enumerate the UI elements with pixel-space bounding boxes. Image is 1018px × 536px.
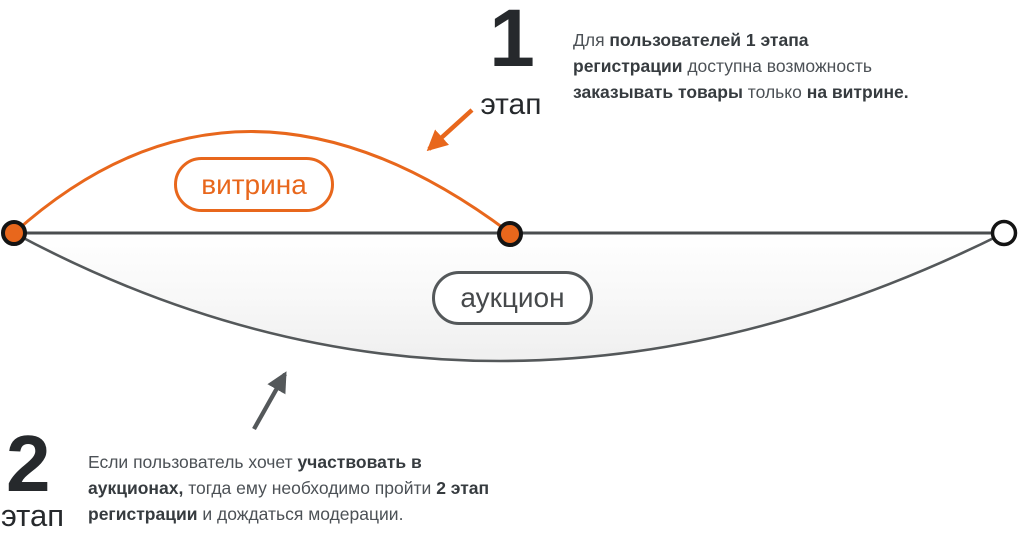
stage1-note: Для пользователей 1 этапа регистрации до… (573, 27, 909, 105)
note-text-bold: участвовать в (297, 452, 422, 472)
stage2-note: Если пользователь хочет участвовать в ау… (88, 449, 489, 527)
note-text: Для (573, 30, 610, 50)
showcase-pill-label: витрина (201, 168, 307, 200)
note-text-bold: заказывать товары (573, 82, 743, 102)
note-text: только (742, 82, 807, 102)
note-text: и дождаться модерации. (197, 504, 404, 524)
middle-node-circle (497, 221, 523, 247)
left-node-circle (1, 220, 27, 246)
stage1-number: 1 (489, 0, 535, 84)
note-text-bold: пользователей 1 этапа (609, 30, 809, 50)
auction-arc (13, 231, 1005, 363)
stage2-arrow-icon (252, 371, 287, 431)
stage2-number: 2 (6, 419, 50, 508)
right-node-circle (990, 219, 1018, 247)
note-text-bold: аукционах, (88, 478, 184, 498)
stage1-arrow-icon (426, 108, 474, 152)
note-text-bold: регистрации (573, 56, 683, 76)
showcase-arc (12, 130, 511, 235)
auction-pill-label: аукцион (460, 282, 565, 313)
showcase-pill: витрина (174, 157, 334, 212)
note-text: доступна возможность (682, 56, 872, 76)
stage2-label: этап (1, 498, 65, 533)
note-text: тогда ему необходимо пройти (183, 478, 437, 498)
stage1-label: этап (480, 88, 542, 121)
note-text: Если пользователь хочет (88, 452, 298, 472)
note-text-bold: регистрации (88, 504, 198, 524)
note-text-bold: 2 этап (436, 478, 490, 498)
auction-pill: аукцион (432, 271, 593, 325)
note-text-bold: на витрине. (806, 82, 909, 102)
stage1-marker: 1 этап (465, 0, 557, 120)
